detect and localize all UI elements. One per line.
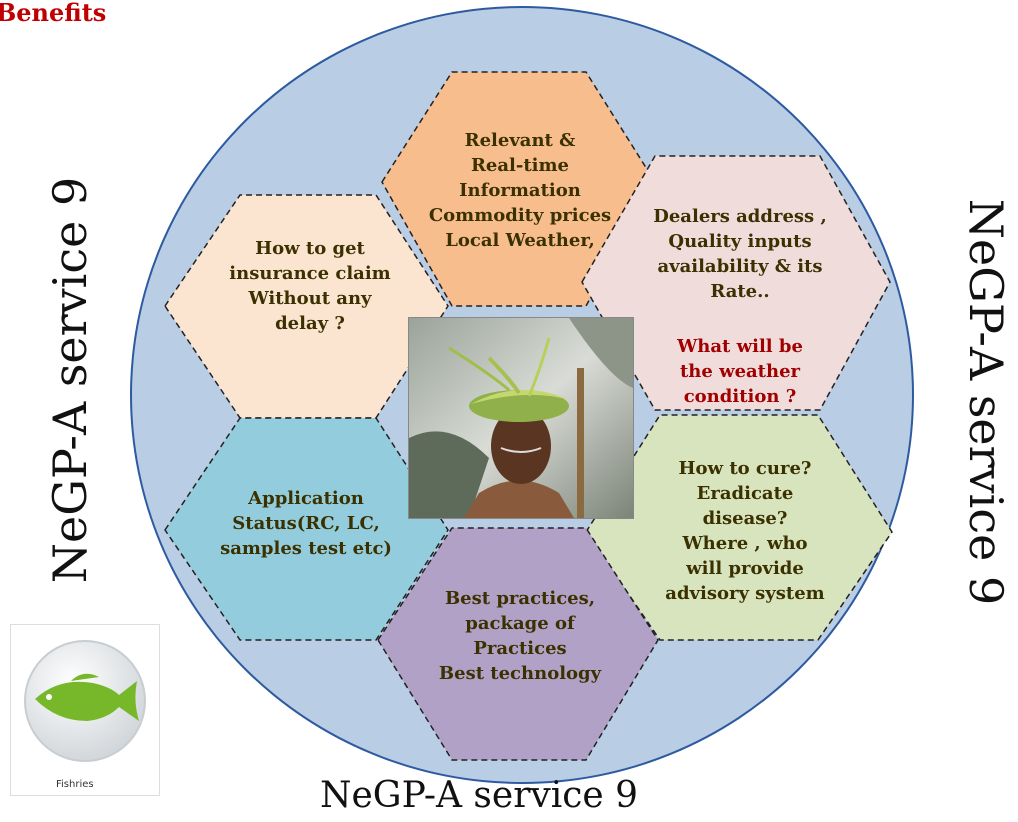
page-title: Benefits [0,0,107,27]
hex-upper-right-text: Dealers address , Quality inputs availab… [653,206,827,302]
side-label-right: NeGP-A service 9 [959,198,1013,606]
fisheries-tile [10,624,160,796]
side-label-left: NeGP-A service 9 [43,176,97,584]
farmer-photo [408,317,634,519]
hex-bottom [377,527,659,761]
hex-lower-left [164,417,449,641]
side-label-bottom: NeGP-A service 9 [320,775,639,816]
fish-icon [24,640,146,762]
hex-upper-left-text: How to get insurance claim Without any d… [229,238,391,334]
hex-bottom-text: Best practices, package of Practices Bes… [438,588,602,684]
hex-lower-right-text: How to cure? Eradicate disease? Where , … [665,458,825,604]
farmer-illustration [409,318,633,518]
fisheries-caption: Fishries [56,779,94,790]
hex-lower-left-text: Application Status(RC, LC, samples test … [220,488,392,559]
hex-upper-right-highlight: What will be the weather condition ? [677,336,803,407]
hex-top-text: Relevant & Real-time Information Commodi… [428,130,612,251]
hex-lower-right [585,414,893,641]
hex-upper-right [581,155,891,411]
